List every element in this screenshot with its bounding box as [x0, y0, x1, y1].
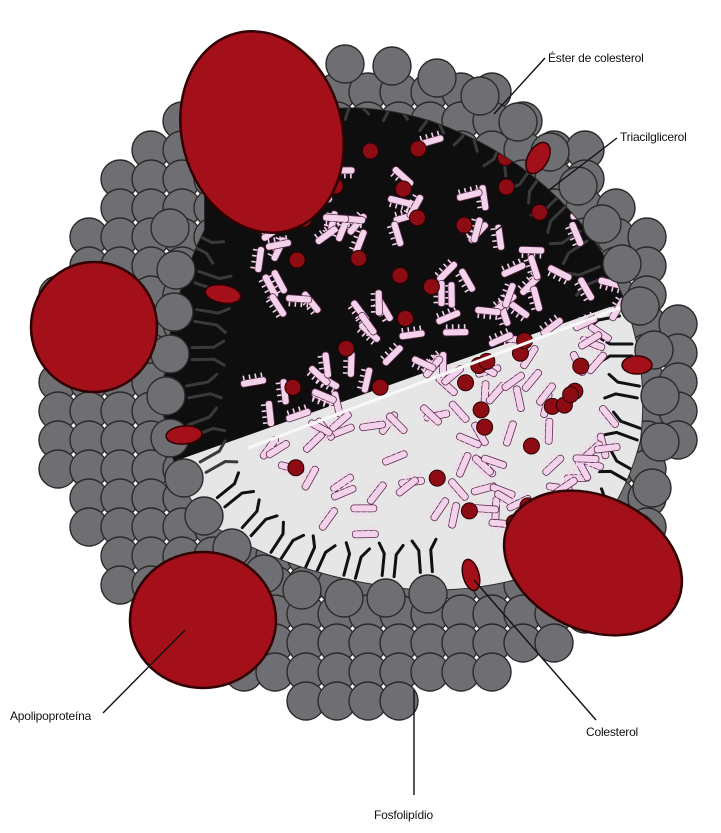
cholesterol-ester-dot	[473, 402, 489, 418]
cholesterol-ester-dot	[563, 387, 579, 403]
phospholipid-head	[499, 103, 537, 141]
phospholipid-head	[157, 251, 195, 289]
phospholipid-head	[603, 245, 641, 283]
cholesterol-ester-dot	[410, 141, 426, 157]
cholesterol-ester-dot	[456, 217, 472, 233]
cholesterol-ester-dot	[362, 143, 378, 159]
label-triacilglicerol: Triacilglicerol	[620, 130, 687, 144]
phospholipid-head	[155, 293, 193, 331]
cholesterol-ester-dot	[372, 379, 388, 395]
apolipoprotein-bottom-left	[130, 552, 276, 688]
cholesterol-ester-dot	[458, 375, 474, 391]
cholesterol-ester-dot	[409, 210, 425, 226]
cholesterol-ester-dot	[477, 419, 493, 435]
cholesterol-ester-dot	[392, 267, 408, 283]
phospholipid-head	[641, 377, 679, 415]
label-ester-de-colesterol: Éster de colesterol	[548, 51, 644, 65]
cholesterol-molecule	[622, 356, 652, 374]
cholesterol-ester-dot	[423, 279, 439, 295]
label-colesterol: Colesterol	[586, 725, 638, 739]
label-apolipoproteina: Apolipoproteína	[10, 709, 91, 723]
phospholipid-head	[147, 377, 185, 415]
cholesterol-ester-dot	[285, 379, 301, 395]
phospholipid-head	[165, 459, 203, 497]
phospholipid-head	[559, 167, 597, 205]
phospholipid-head	[409, 575, 447, 613]
cholesterol-ester-dot	[351, 250, 367, 266]
phospholipid-head	[325, 579, 363, 617]
cholesterol-ester-dot	[532, 204, 548, 220]
cholesterol-ester-dot	[573, 358, 589, 374]
phospholipid-head	[185, 497, 223, 535]
cholesterol-ester-dot	[397, 310, 413, 326]
label-fosfolipidio: Fosfolipídio	[374, 808, 433, 822]
cholesterol-ester-dot	[461, 503, 477, 519]
cholesterol-ester-dot	[429, 470, 445, 486]
phospholipid-head	[583, 205, 621, 243]
phospholipid-head	[373, 47, 411, 85]
cholesterol-ester-dot	[338, 340, 354, 356]
phospholipid-head	[633, 469, 671, 507]
phospholipid-head	[283, 571, 321, 609]
phospholipid-head	[641, 423, 679, 461]
cholesterol-ester-dot	[288, 460, 304, 476]
phospholipid-head	[151, 209, 189, 247]
phospholipid-head	[621, 287, 659, 325]
phospholipid-head	[326, 45, 364, 83]
cholesterol-ester-dot	[523, 438, 539, 454]
phospholipid-head	[367, 579, 405, 617]
cholesterol-ester-dot	[395, 181, 411, 197]
apolipoprotein-left	[31, 262, 157, 392]
cholesterol-ester-dot	[498, 179, 514, 195]
phospholipid-head	[380, 682, 418, 720]
cholesterol-ester-dot	[289, 252, 305, 268]
phospholipid-head	[418, 59, 456, 97]
phospholipid-head	[461, 77, 499, 115]
phospholipid-head	[473, 653, 511, 691]
